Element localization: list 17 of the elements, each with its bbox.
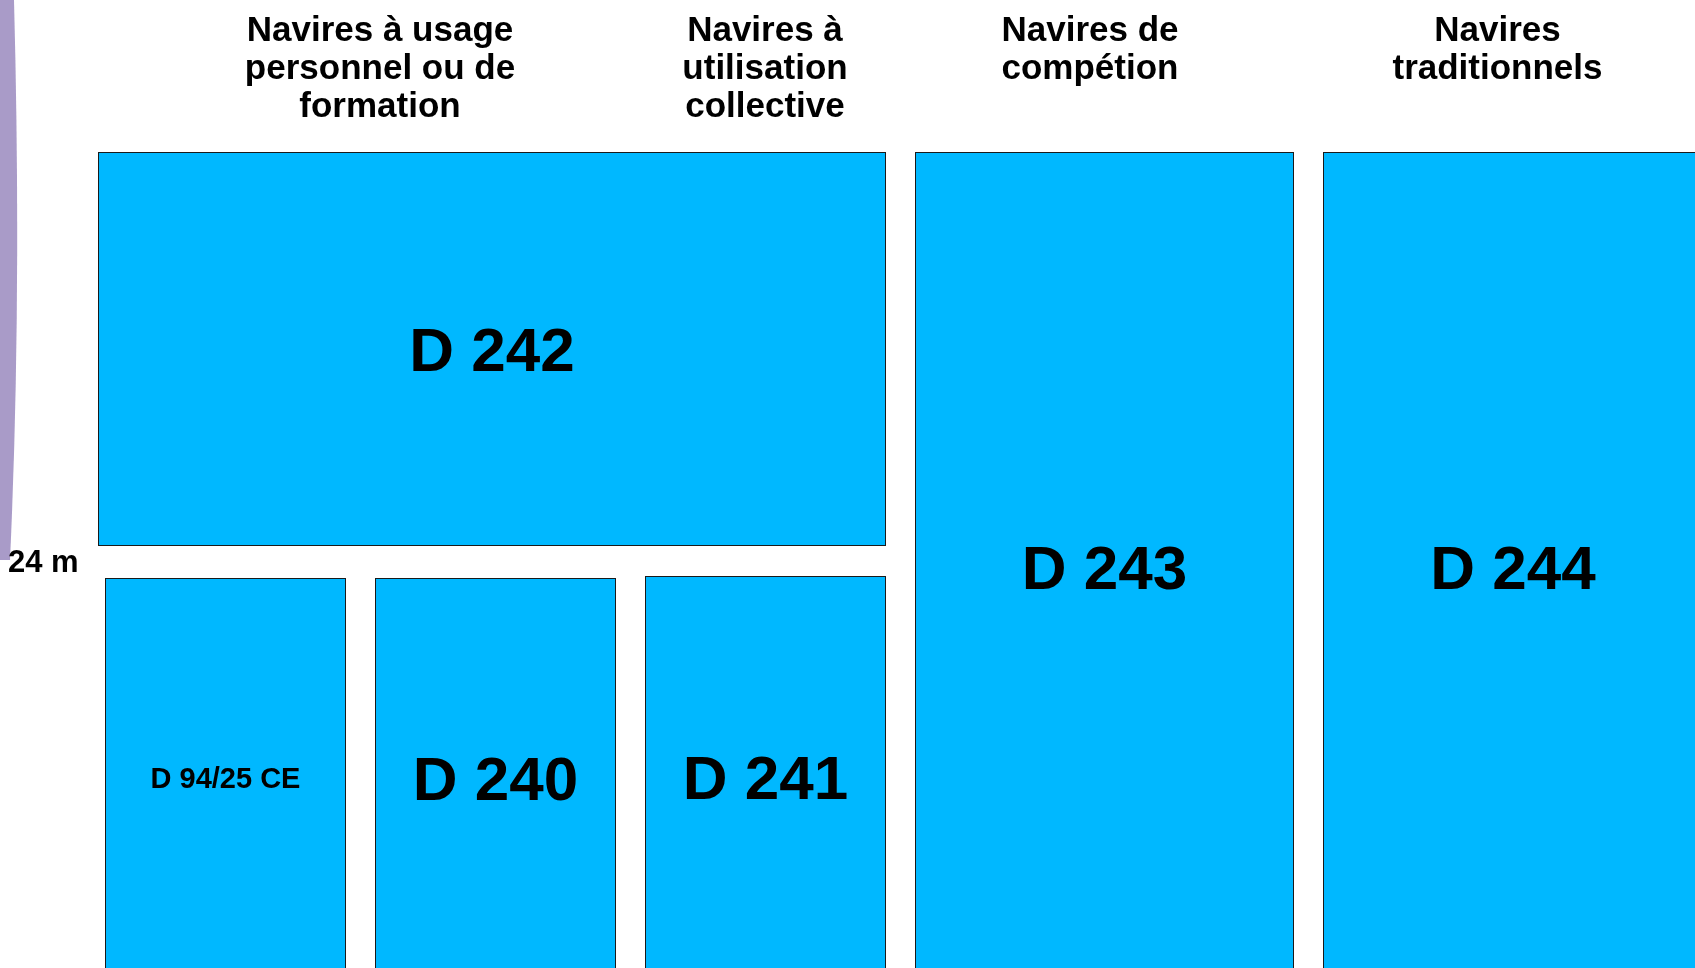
category-box — [645, 576, 886, 968]
length-label: 24 m — [8, 543, 80, 581]
category-box — [105, 578, 346, 968]
directive-label: D 94/25 CE — [150, 761, 301, 795]
directive-label: D 241 — [682, 741, 849, 813]
category-box — [915, 152, 1294, 968]
column-heading: Navires de compétion — [1000, 10, 1180, 86]
directive-label: D 243 — [1021, 531, 1188, 603]
column-heading: Navires à utilisation collective — [681, 10, 849, 124]
category-box — [1323, 152, 1695, 968]
category-box — [375, 578, 616, 968]
directive-label: D 240 — [412, 742, 579, 814]
column-heading: Navires à usage personnel ou de formation — [243, 10, 517, 124]
column-heading: Navires traditionnels — [1391, 10, 1604, 86]
directive-label: D 242 — [409, 313, 575, 385]
category-box — [98, 152, 886, 546]
directive-label: D 244 — [1430, 531, 1596, 603]
